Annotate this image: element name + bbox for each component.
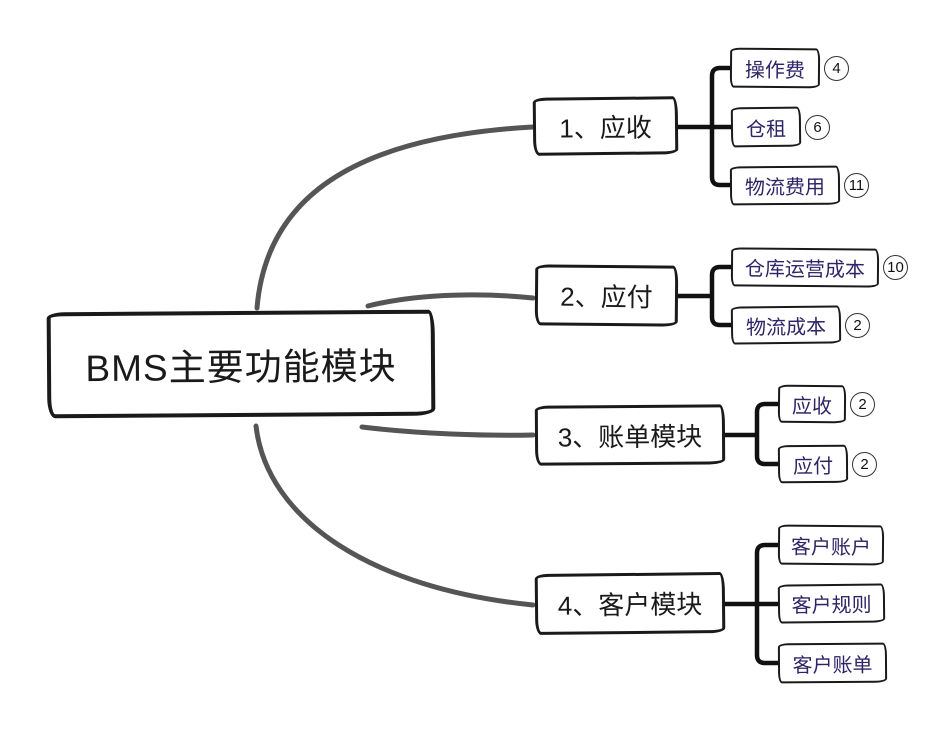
curve-root-to-branch-2 <box>365 292 536 309</box>
child-node-warehouse-operating-cost: 仓库运营成本 10 <box>730 247 908 288</box>
child-node-customer-rules: 客户规则 <box>777 583 886 624</box>
child-node-box[interactable]: 物流费用 <box>729 165 841 206</box>
curve-root-to-branch-1 <box>254 124 536 311</box>
child-node-logistics-cost: 物流成本 2 <box>730 305 870 345</box>
child-node-box[interactable]: 应付 <box>777 444 849 484</box>
branch-node-label: 2、应付 <box>560 281 653 313</box>
branch-node-receivable[interactable]: 1、应收 <box>532 96 679 156</box>
count-badge[interactable]: 10 <box>883 255 908 280</box>
child-node-customer-bill: 客户账单 <box>777 642 888 684</box>
child-node-payable: 应付 2 <box>777 444 877 484</box>
connector-branch-3-children <box>722 401 781 467</box>
count-badge[interactable]: 6 <box>805 114 830 140</box>
branch-node-label: 4、客户模块 <box>557 589 703 621</box>
child-node-box[interactable]: 物流成本 <box>730 305 842 345</box>
count-badge[interactable]: 2 <box>850 391 875 417</box>
child-node-box[interactable]: 客户账户 <box>777 524 885 566</box>
branch-node-billing-module[interactable]: 3、账单模块 <box>534 404 726 466</box>
child-node-label: 应收 <box>791 395 833 418</box>
child-node-label: 操作费 <box>744 59 806 82</box>
child-node-box[interactable]: 客户账单 <box>777 642 888 684</box>
count-badge[interactable]: 11 <box>844 173 869 198</box>
child-node-label: 应付 <box>792 455 834 478</box>
child-node-label: 客户规则 <box>791 594 872 618</box>
count-badge[interactable]: 4 <box>824 55 849 81</box>
child-node-box[interactable]: 仓租 <box>730 106 802 148</box>
child-node-label: 仓库运营成本 <box>744 258 866 282</box>
child-node-label: 客户账单 <box>792 654 873 677</box>
child-node-box[interactable]: 操作费 <box>729 47 821 89</box>
child-node-customer-account: 客户账户 <box>777 524 885 566</box>
child-node-operation-fee: 操作费 4 <box>729 47 849 89</box>
branch-node-customer-module[interactable]: 4、客户模块 <box>534 572 726 635</box>
root-node[interactable]: BMS主要功能模块 <box>46 309 436 419</box>
child-node-warehouse-rent: 仓租 6 <box>730 106 830 148</box>
child-node-box[interactable]: 客户规则 <box>777 583 886 624</box>
child-node-label: 客户账户 <box>790 536 872 559</box>
branch-node-label: 1、应收 <box>559 112 652 143</box>
child-node-label: 物流成本 <box>745 316 827 339</box>
branch-node-payable[interactable]: 2、应付 <box>534 264 679 327</box>
connector-branch-4-children <box>722 542 781 666</box>
count-badge[interactable]: 2 <box>845 312 870 338</box>
connector-branch-1-children <box>675 65 734 188</box>
child-node-logistics-fee: 物流费用 11 <box>729 165 869 206</box>
connector-branch-2-children <box>675 264 734 328</box>
branch-node-label: 3、账单模块 <box>557 420 703 453</box>
child-node-box[interactable]: 应收 <box>777 384 847 424</box>
child-node-receivable: 应收 2 <box>777 384 875 424</box>
root-node-label: BMS主要功能模块 <box>85 345 397 390</box>
child-node-label: 物流费用 <box>744 176 826 200</box>
count-badge[interactable]: 2 <box>852 451 877 477</box>
curve-root-to-branch-4 <box>253 423 536 608</box>
curve-root-to-branch-3 <box>359 424 536 438</box>
child-node-label: 仓租 <box>745 118 787 141</box>
child-node-box[interactable]: 仓库运营成本 <box>730 247 880 288</box>
